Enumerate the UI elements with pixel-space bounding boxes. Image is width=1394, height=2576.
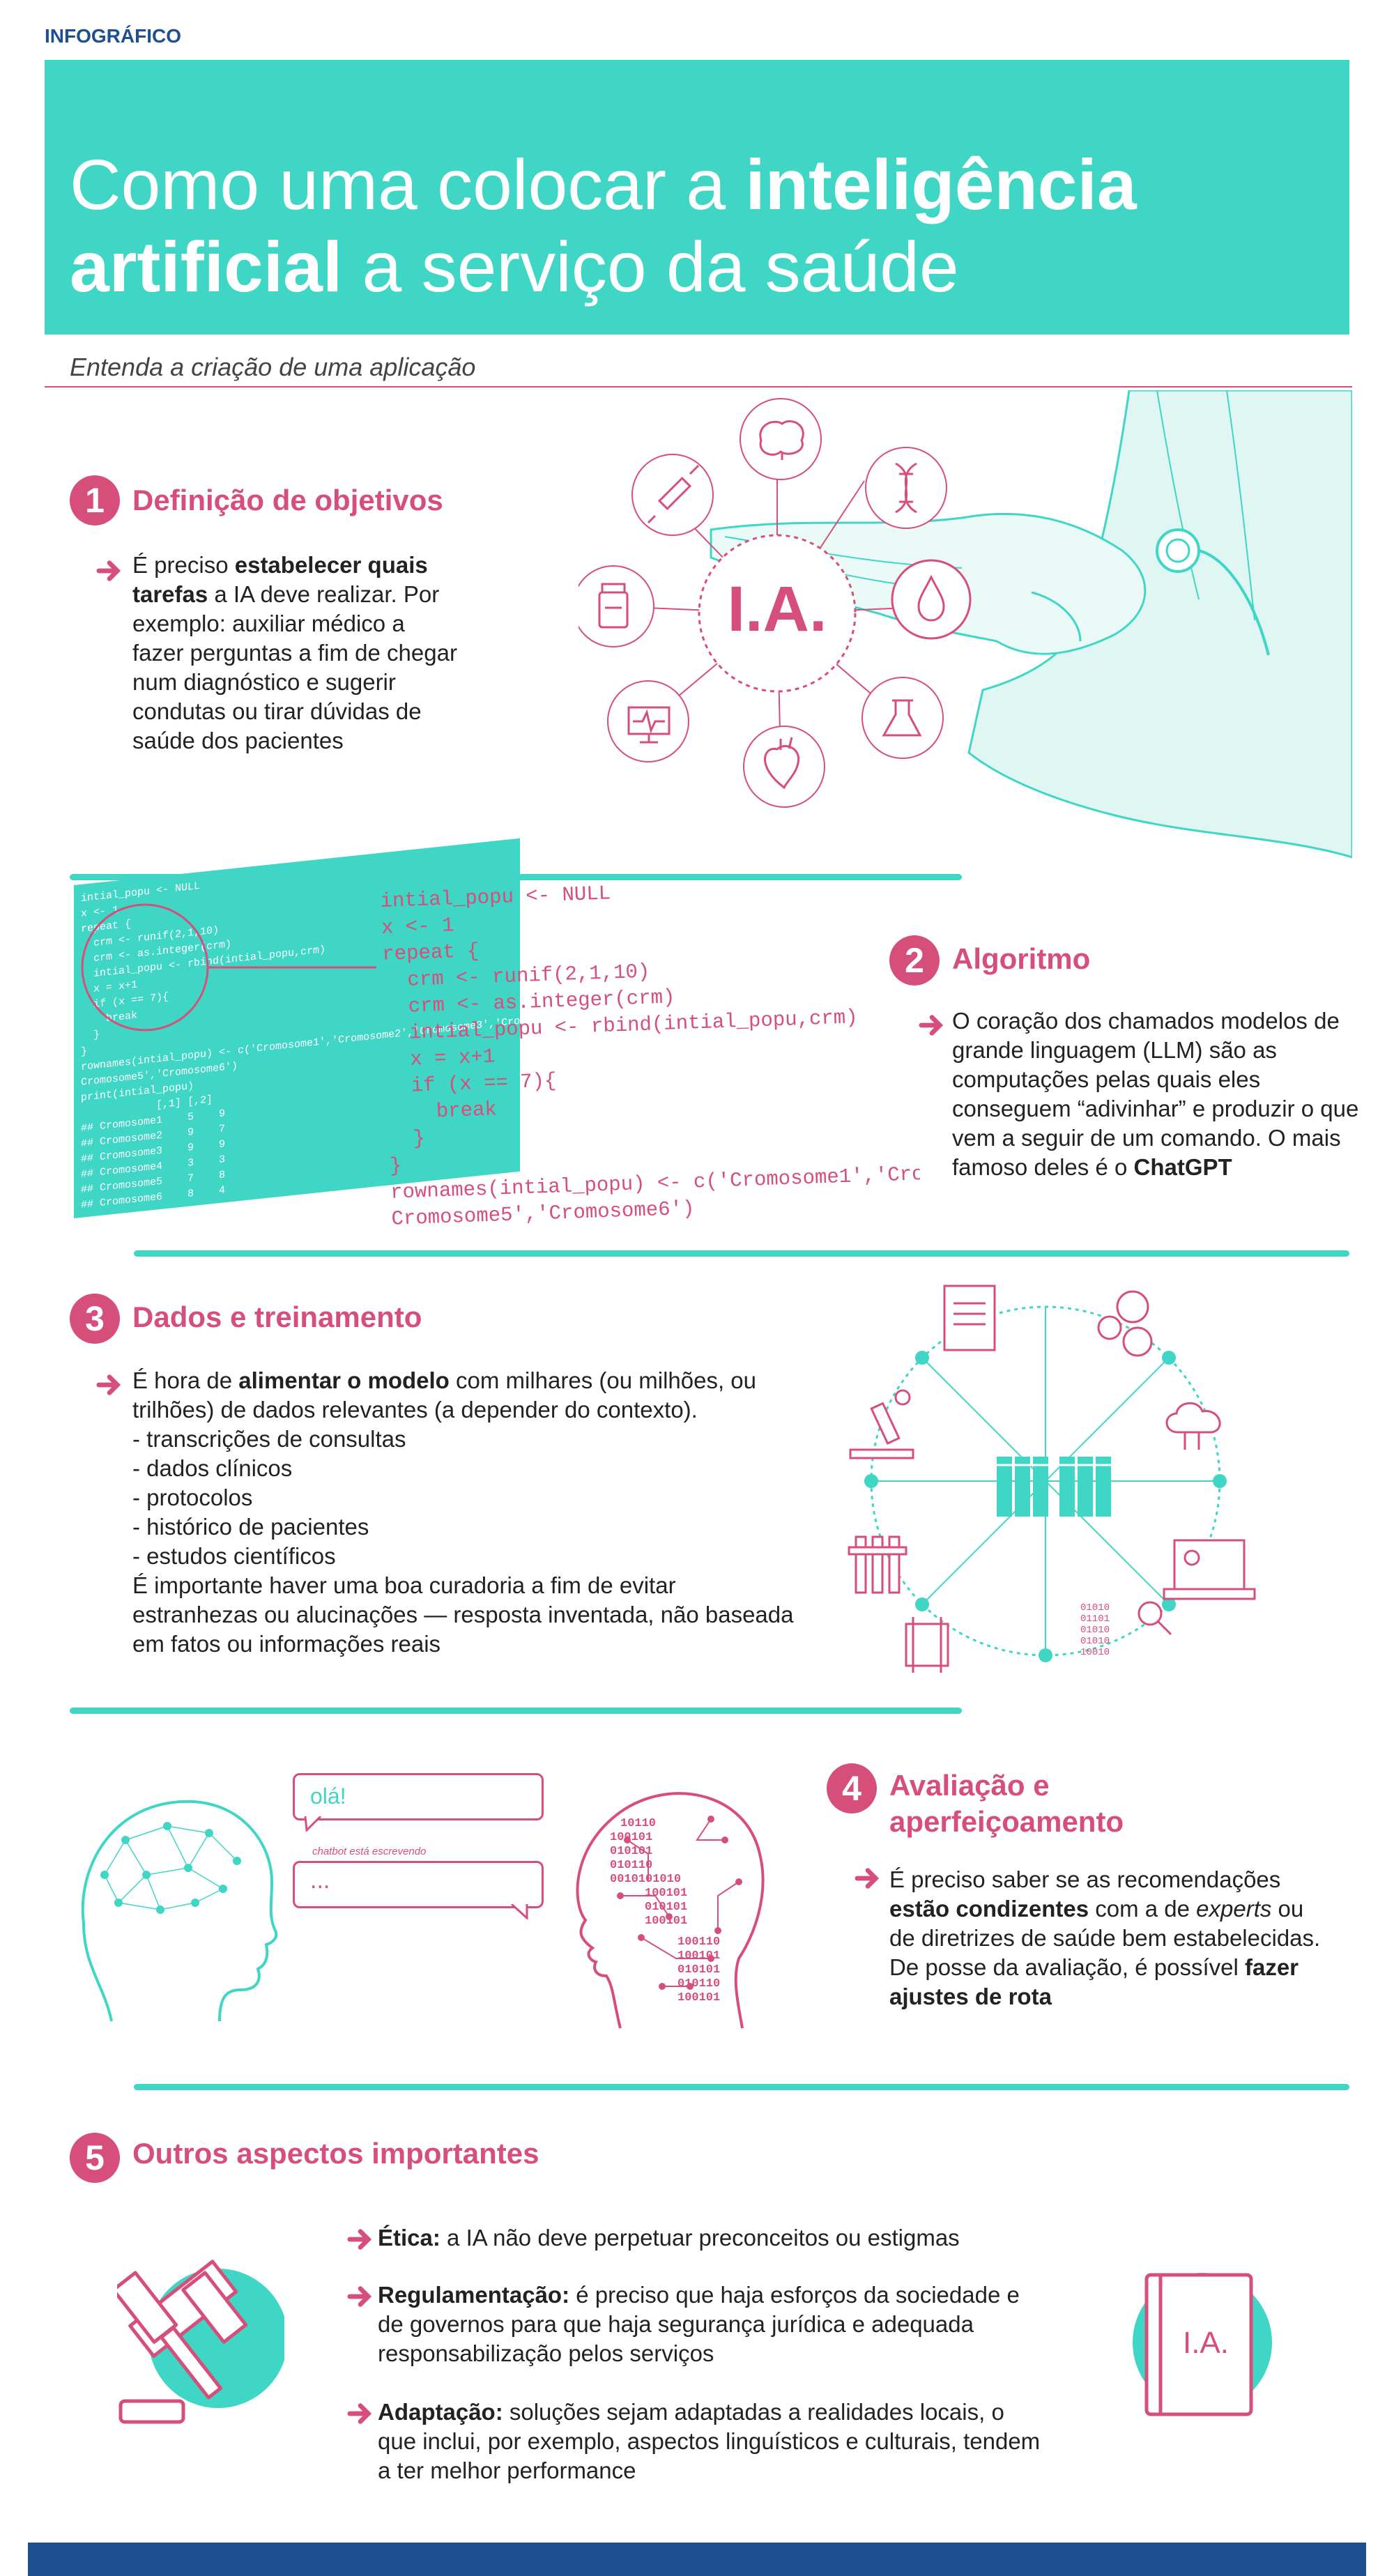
section-divider	[134, 1250, 1349, 1257]
svg-text:01010: 01010	[1080, 1602, 1110, 1613]
svg-text:100101: 100101	[645, 1915, 687, 1928]
arrow-icon	[347, 2403, 372, 2424]
page-title: Como uma colocar a inteligência artifici…	[70, 145, 1137, 307]
svg-text:100110: 100110	[677, 1935, 720, 1949]
section2-number: 2	[889, 935, 940, 986]
arrow-icon	[919, 1015, 944, 1036]
subtitle: Entenda a criação de uma aplicação	[70, 353, 476, 381]
flask-icon	[882, 699, 922, 737]
section5-title: Outros aspectos importantes	[132, 2137, 539, 2170]
list-item: - estudos científicos	[132, 1543, 336, 1569]
brain-icon	[759, 420, 804, 460]
arrow-icon	[96, 1374, 121, 1395]
bubble-tail	[510, 1904, 528, 1919]
svg-text:10010: 10010	[1080, 1647, 1110, 1658]
network-head-illustration	[81, 1800, 278, 2022]
drop-icon	[891, 559, 972, 640]
section2-text: O coração dos chamados modelos de grande…	[952, 1008, 1359, 1180]
section4-title: Avaliação e aperfeiçoamento	[889, 1769, 1124, 1838]
chip-icon	[905, 1617, 949, 1673]
section4-number: 4	[827, 1763, 877, 1814]
list-item: Ética: a IA não deve perpetuar preconcei…	[347, 2223, 1044, 2253]
arrow-icon	[347, 2229, 372, 2250]
svg-text:010101: 010101	[610, 1845, 652, 1858]
section3-title: Dados e treinamento	[132, 1301, 422, 1333]
pill-bottle-icon	[598, 583, 629, 629]
ia-hub-diagram: I.A.	[579, 398, 947, 808]
arrow-icon	[855, 1868, 880, 1889]
cloud-icon	[1165, 1402, 1221, 1450]
search-icon	[1138, 1601, 1172, 1636]
gavel-icon	[117, 2260, 284, 2424]
svg-text:01010: 01010	[1080, 1625, 1110, 1636]
svg-text:01101: 01101	[1080, 1613, 1110, 1625]
heart-icon	[764, 737, 800, 790]
list-item: Adaptação: soluções sejam adaptadas a re…	[347, 2398, 1044, 2485]
test-tubes-icon	[848, 1535, 907, 1594]
svg-text:010110: 010110	[610, 1859, 652, 1872]
section-divider	[134, 2084, 1349, 2090]
book-label: I.A.	[1183, 2326, 1229, 2360]
list-item: Regulamentação: é preciso que haja esfor…	[347, 2280, 1044, 2368]
dna-icon	[895, 462, 917, 514]
svg-text:100101: 100101	[677, 1949, 720, 1963]
chat-bubble: ...	[293, 1861, 544, 1908]
arrow-icon	[96, 560, 121, 581]
svg-text:01010: 01010	[1080, 1636, 1110, 1647]
subtitle-divider	[45, 386, 1352, 388]
magnifier-icon	[81, 903, 376, 1032]
circuit-head-illustration: 10110 100101 010101 010110 0010101010 10…	[576, 1792, 765, 2029]
svg-text:100101: 100101	[610, 1831, 652, 1844]
section1-title: Definição de objetivos	[132, 484, 443, 516]
laptop-icon	[1163, 1539, 1256, 1600]
chat-bubble-text: olá!	[310, 1784, 346, 1809]
infographic-label: INFOGRÁFICO	[45, 25, 181, 47]
section1-text: É preciso estabelecer quais tarefas a IA…	[132, 552, 457, 753]
footer-bar	[28, 2543, 1366, 2576]
microscope-icon	[849, 1389, 914, 1459]
code-zoom: intial_popu <- NULL x <- 1 repeat { crm …	[380, 882, 922, 1231]
gear-icon	[1097, 1290, 1153, 1357]
svg-text:010101: 010101	[645, 1901, 687, 1914]
section3-text: É hora de alimentar o modelo com milhare…	[132, 1366, 802, 1659]
binary-text: 10110 100101 010101 010110 0010101010 10…	[610, 1817, 720, 2004]
svg-text:0010101010: 0010101010	[610, 1873, 681, 1886]
title-banner: Como uma colocar a inteligência artifici…	[45, 60, 1349, 335]
monitor-icon	[627, 706, 671, 744]
bubble-tail	[304, 1816, 322, 1832]
svg-text:010101: 010101	[677, 1963, 720, 1977]
list-item: - transcrições de consultas	[132, 1426, 406, 1452]
typing-indicator: chatbot está escrevendo	[312, 1846, 427, 1857]
section3-number: 3	[70, 1294, 120, 1344]
svg-text:100101: 100101	[677, 1991, 720, 2004]
svg-text:100101: 100101	[645, 1887, 687, 1900]
list-item: - histórico de pacientes	[132, 1514, 369, 1540]
binary-text: 01010 01101 01010 01010 10010	[1080, 1602, 1110, 1658]
section4-text: É preciso saber se as recomendações estã…	[889, 1866, 1321, 2009]
document-icon	[943, 1285, 996, 1351]
chat-bubble-text: ...	[310, 1867, 330, 1894]
svg-text:010110: 010110	[677, 1977, 720, 1991]
section5-number: 5	[70, 2133, 120, 2183]
list-item: - protocolos	[132, 1485, 253, 1510]
svg-text:10110: 10110	[620, 1817, 656, 1830]
section1-number: 1	[70, 475, 120, 526]
syringe-icon	[647, 464, 700, 524]
server-icon	[997, 1457, 1111, 1517]
list-item: - dados clínicos	[132, 1455, 293, 1481]
arrow-icon	[347, 2286, 372, 2307]
data-ring-diagram: 01010 01101 01010 01010 10010	[848, 1285, 1256, 1673]
chat-bubble: olá!	[293, 1773, 544, 1820]
book-icon: I.A.	[1133, 2273, 1272, 2416]
section-divider	[70, 1708, 962, 1714]
section2-title: Algoritmo	[952, 942, 1091, 975]
ia-hub-label: I.A.	[727, 574, 827, 645]
